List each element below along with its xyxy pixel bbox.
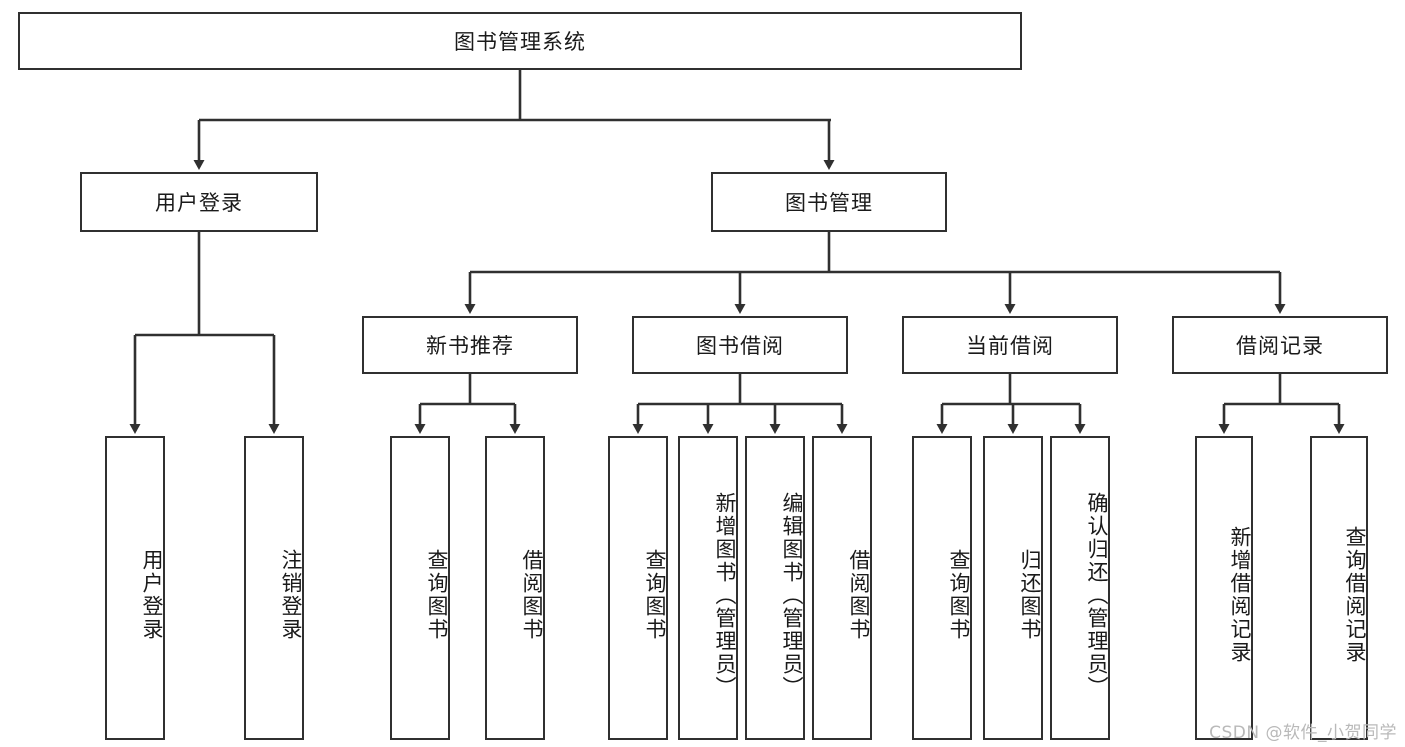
node-book-borrow[interactable]: 图书借阅: [632, 316, 848, 374]
node-new-book-recommend[interactable]: 新书推荐: [362, 316, 578, 374]
node-label: 查询图书: [425, 549, 449, 641]
node-label: 用户登录: [140, 549, 164, 641]
node-label: 归还图书: [1018, 549, 1042, 641]
node-leaf-query-book-current-borrow[interactable]: 查询图书: [912, 436, 972, 740]
node-leaf-return-book[interactable]: 归还图书: [983, 436, 1043, 740]
node-label: 借阅图书: [847, 549, 871, 641]
node-user-login[interactable]: 用户登录: [80, 172, 318, 232]
node-label: 查询借阅记录: [1343, 526, 1367, 664]
node-leaf-edit-book-admin[interactable]: 编辑图书（管理员）: [745, 436, 805, 740]
node-label: 确认归还（管理员）: [1085, 491, 1109, 699]
node-leaf-query-book-book-borrow[interactable]: 查询图书: [608, 436, 668, 740]
node-label: 新增借阅记录: [1228, 526, 1252, 664]
node-label: 借阅记录: [1236, 334, 1324, 358]
node-leaf-confirm-return-admin[interactable]: 确认归还（管理员）: [1050, 436, 1110, 740]
node-label: 新书推荐: [426, 334, 514, 358]
node-borrow-record[interactable]: 借阅记录: [1172, 316, 1388, 374]
node-leaf-add-book-admin[interactable]: 新增图书（管理员）: [678, 436, 738, 740]
node-label: 用户登录: [155, 191, 243, 215]
node-label: 当前借阅: [966, 334, 1054, 358]
node-leaf-query-book-new-book-recommend[interactable]: 查询图书: [390, 436, 450, 740]
node-leaf-user-login[interactable]: 用户登录: [105, 436, 165, 740]
node-leaf-borrow-book-new-book-recommend[interactable]: 借阅图书: [485, 436, 545, 740]
node-current-borrow[interactable]: 当前借阅: [902, 316, 1118, 374]
node-leaf-add-borrow-record[interactable]: 新增借阅记录: [1195, 436, 1253, 740]
node-book-manage[interactable]: 图书管理: [711, 172, 947, 232]
node-label: 查询图书: [643, 549, 667, 641]
node-leaf-logout-login[interactable]: 注销登录: [244, 436, 304, 740]
node-label: 图书借阅: [696, 334, 784, 358]
node-leaf-query-borrow-record[interactable]: 查询借阅记录: [1310, 436, 1368, 740]
node-label: 查询图书: [947, 549, 971, 641]
node-label: 新增图书（管理员）: [713, 491, 737, 699]
node-label: 借阅图书: [520, 549, 544, 641]
node-label: 编辑图书（管理员）: [780, 491, 804, 699]
node-root-book-management-system[interactable]: 图书管理系统: [18, 12, 1022, 70]
node-label: 图书管理: [785, 191, 873, 215]
node-label: 图书管理系统: [454, 30, 586, 54]
node-label: 注销登录: [279, 549, 303, 641]
node-leaf-borrow-book-book-borrow[interactable]: 借阅图书: [812, 436, 872, 740]
